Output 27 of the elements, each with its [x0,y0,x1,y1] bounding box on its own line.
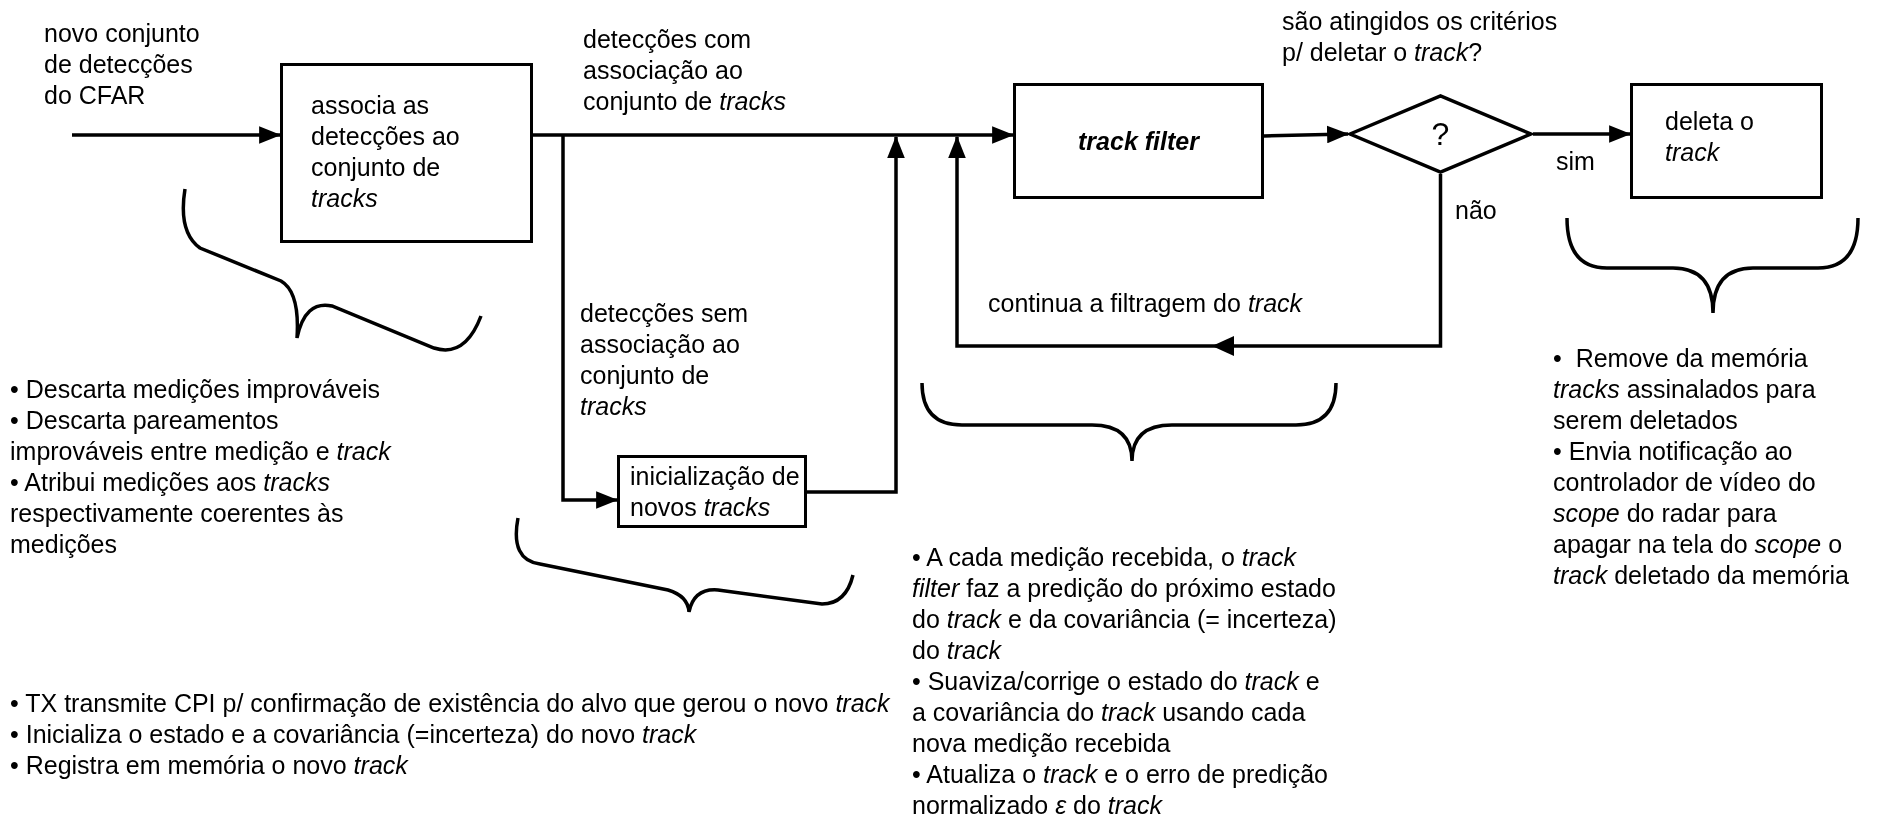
decision-diamond: ? [1348,94,1533,174]
process-box: track filter [1013,83,1264,199]
process-box: inicialização de novos tracks [617,455,807,528]
edge-label: não [1455,195,1498,226]
loop-label: continua a filtragem do track [988,288,1304,319]
edge-label: sim [1556,146,1596,177]
bullet-note: • Atualiza o track e o erro de predição normalizado ε do track [912,759,1329,815]
bullet-note: • Inicializa o estado e a covariância (=incerteza) do novo track [10,719,698,750]
arrow [948,135,1443,356]
bullet-note: • Registra em memória o novo track [10,750,410,781]
bullet-note: • Remove da memória tracks assinalados para serem deletados [1553,343,1817,436]
arrow [533,126,1015,144]
arrow [1263,125,1350,144]
arrow [807,135,905,494]
arrow [72,126,282,144]
process-box: associa as detecções ao conjunto de tracks [280,63,533,243]
bullet-note: • Descarta medições improváveis [10,374,381,405]
bullet-note: • Atribui medições aos tracks respectivamente coerentes às medições [10,467,345,560]
edge-label: detecções com associação ao conjunto de tracks [583,24,787,117]
bullet-note: • Envia notificação ao controlador de vídeo do scope do radar para apagar na tela do scope o track deletado da memória [1553,436,1850,591]
question-text: são atingidos os critérios p/ deletar o track? [1282,6,1559,68]
edge-label: novo conjunto de detecções do CFAR [44,18,201,111]
edge-label: detecções sem associação ao conjunto de tracks [580,298,750,422]
bullet-note: • TX transmite CPI p/ confirmação de existência do alvo que gerou o novo track [10,688,891,719]
arrow [561,135,619,509]
process-box: deleta o track [1630,83,1823,199]
arrow [1533,125,1632,143]
